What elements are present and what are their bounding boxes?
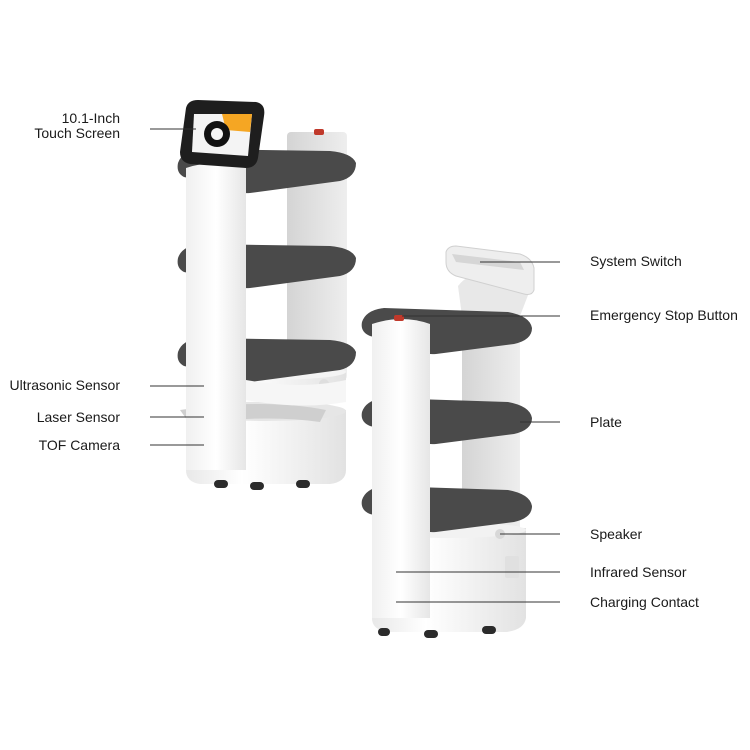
- rear-robot: [361, 245, 535, 638]
- wheel-2: [250, 482, 264, 490]
- emergency-stop-button: [394, 315, 404, 321]
- label-speaker: Speaker: [590, 526, 643, 542]
- front-column: [186, 163, 246, 470]
- label-plate: Plate: [590, 414, 622, 430]
- rear-column: [372, 319, 430, 618]
- label-touch-screen: 10.1-Inch Touch Screen: [34, 111, 120, 141]
- label-ultrasonic-sensor: Ultrasonic Sensor: [9, 377, 121, 393]
- label-touch-screen-line-2: Touch Screen: [34, 125, 120, 141]
- label-emergency-stop: Emergency Stop Button: [590, 307, 738, 323]
- label-laser-sensor: Laser Sensor: [36, 409, 120, 425]
- front-robot: [177, 100, 356, 490]
- label-charging-contact: Charging Contact: [590, 594, 699, 610]
- rear-vent: [505, 556, 519, 578]
- column-join: [246, 380, 346, 406]
- touch-screen: [180, 100, 265, 168]
- label-tof-camera: TOF Camera: [38, 437, 120, 453]
- label-infrared-sensor: Infrared Sensor: [590, 564, 687, 580]
- rear-wheel-1: [378, 628, 390, 636]
- wheel-1: [214, 480, 228, 488]
- label-touch-screen-line-1: 10.1-Inch: [61, 110, 120, 126]
- stop-button-left: [314, 129, 324, 135]
- wheel-3: [296, 480, 310, 488]
- rear-wheel-3: [482, 626, 496, 634]
- rear-wheel-2: [424, 630, 438, 638]
- label-system-switch: System Switch: [590, 253, 682, 269]
